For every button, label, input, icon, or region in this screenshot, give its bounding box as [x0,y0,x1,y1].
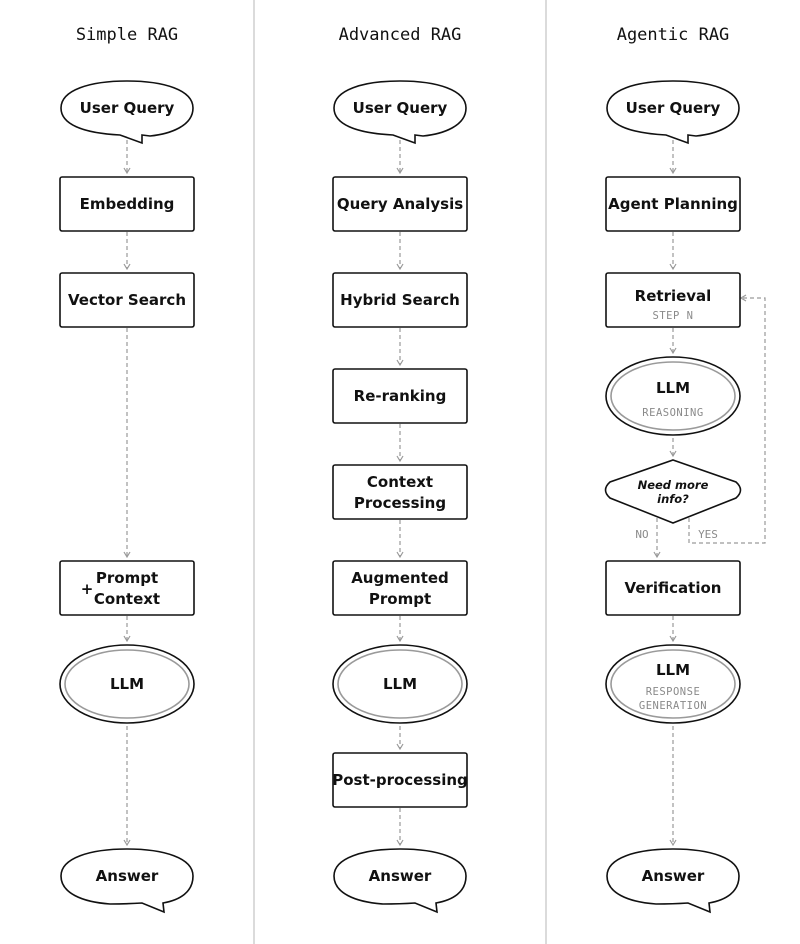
node-label: Vector Search [68,291,186,309]
node-label: Context [367,473,433,491]
node-label: Processing [354,494,446,512]
node-query-analysis: Query Analysis [332,176,468,232]
node-context-processing: Context Processing [332,464,468,520]
column-title: Simple RAG [76,25,178,45]
node-user-query: User Query [333,80,467,145]
column-agentic-rag: Agentic RAG NO YES User Query Agent Plan… [604,25,766,914]
node-prompt-context: + Prompt Context [59,560,195,616]
edge-yes-loop [688,294,766,544]
node-label: Hybrid Search [340,291,460,309]
node-label: User Query [80,99,175,117]
node-llm-response: LLM RESPONSE GENERATION [605,644,741,724]
node-hybrid-search: Hybrid Search [332,272,468,328]
node-label: Retrieval [635,287,712,305]
node-label: Query Analysis [337,195,463,213]
node-label: Agent Planning [608,195,738,213]
column-title: Advanced RAG [339,25,462,45]
node-reranking: Re-ranking [332,368,468,424]
node-label: Re-ranking [354,387,447,405]
node-label: Answer [369,867,432,885]
plus-sign: + [81,580,94,598]
node-sublabel: GENERATION [639,700,707,712]
node-user-query: User Query [606,80,740,145]
node-label: Answer [96,867,159,885]
node-label: Verification [625,579,722,597]
node-user-query: User Query [60,80,194,145]
node-label: info? [657,492,689,506]
node-label: Context [94,590,160,608]
node-label: LLM [110,675,144,693]
column-title: Agentic RAG [617,25,730,45]
node-label: LLM [656,661,690,679]
node-augmented-prompt: Augmented Prompt [332,560,468,616]
node-label: Embedding [80,195,175,213]
node-llm: LLM [59,644,195,724]
node-sublabel: STEP N [653,310,694,322]
node-vector-search: Vector Search [59,272,195,328]
node-label: Augmented [351,569,449,587]
node-llm: LLM [332,644,468,724]
node-embedding: Embedding [59,176,195,232]
node-retrieval: Retrieval STEP N [605,272,741,328]
node-label: User Query [626,99,721,117]
column-simple-rag: Simple RAG User Query Embedding Vector S… [59,25,195,914]
edge-label-no: NO [635,528,648,541]
column-advanced-rag: Advanced RAG User Query Query Analysis H… [332,25,468,914]
node-label: Prompt [369,590,431,608]
node-decision: Need more info? [604,459,742,524]
node-label: LLM [656,379,690,397]
edge-label-yes: YES [698,528,718,541]
node-answer: Answer [606,848,740,914]
node-answer: Answer [60,848,194,914]
node-verification: Verification [605,560,741,616]
node-post-processing: Post-processing [332,752,468,808]
node-label: Prompt [96,569,158,587]
node-label: Answer [642,867,705,885]
node-llm-reasoning: LLM REASONING [605,356,741,436]
node-label: Post-processing [332,771,468,789]
node-sublabel: RESPONSE [646,686,701,698]
node-agent-planning: Agent Planning [605,176,741,232]
node-label: LLM [383,675,417,693]
node-label: Need more [638,478,709,492]
node-answer: Answer [333,848,467,914]
node-sublabel: REASONING [642,407,703,419]
node-label: User Query [353,99,448,117]
